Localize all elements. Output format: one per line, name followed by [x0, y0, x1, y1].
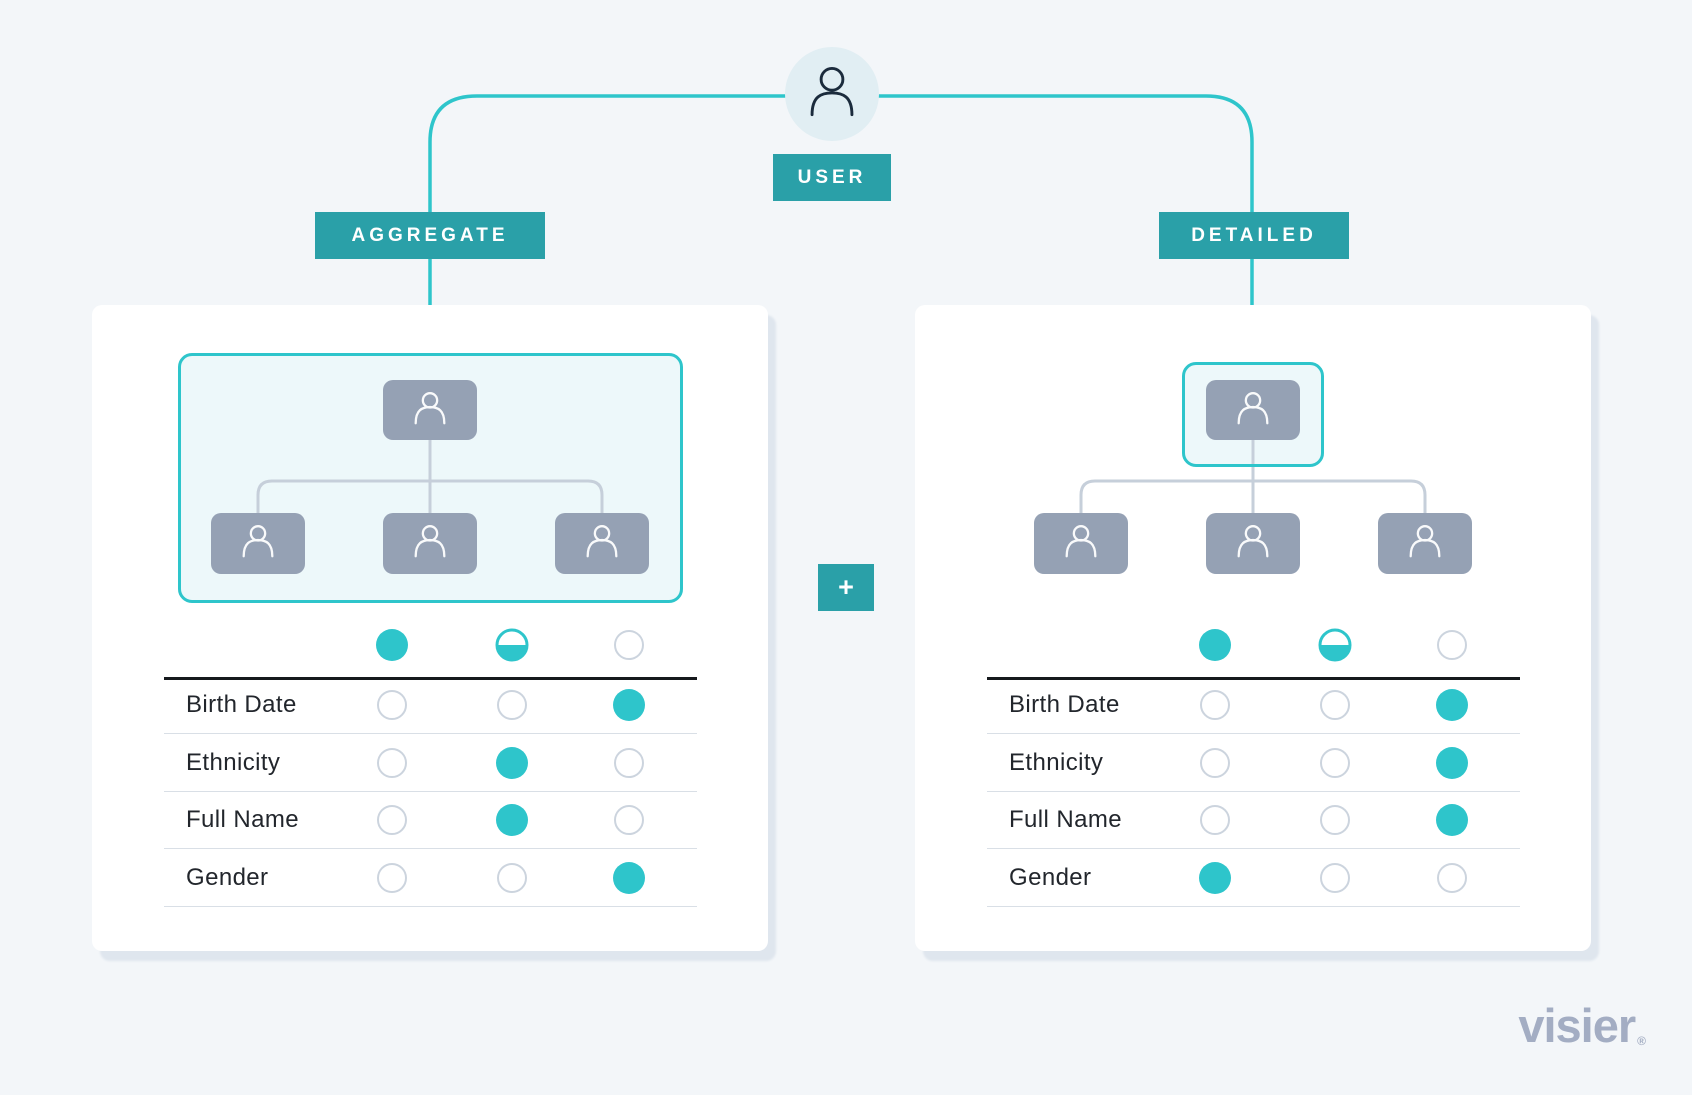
team-highlight-border [178, 353, 683, 603]
access-dot [497, 863, 527, 893]
column-access-indicator [1437, 630, 1467, 660]
access-dot [1200, 805, 1230, 835]
registered-trademark-symbol: ® [1637, 1034, 1646, 1048]
person-icon [1404, 524, 1446, 563]
table-row: Birth Date [164, 677, 697, 734]
person-icon [409, 524, 451, 563]
table-row: Full Name [987, 792, 1520, 849]
row-label: Full Name [1009, 806, 1122, 833]
access-dot [377, 805, 407, 835]
org-node-report [555, 513, 649, 574]
table-header-rule [987, 677, 1520, 680]
column-access-indicator [495, 628, 529, 662]
row-label: Gender [1009, 864, 1092, 891]
row-label: Birth Date [1009, 691, 1120, 718]
access-dot [614, 805, 644, 835]
column-access-indicator [376, 629, 408, 661]
table-row: Ethnicity [987, 735, 1520, 792]
aggregate-panel: Birth Date Ethnicity Full Name Gender [92, 305, 768, 951]
column-access-indicator [614, 630, 644, 660]
row-label: Ethnicity [1009, 749, 1104, 776]
user-avatar [785, 47, 879, 141]
access-dot [496, 804, 528, 836]
column-access-indicator [1199, 629, 1231, 661]
person-icon [581, 524, 623, 563]
org-node-report [1206, 513, 1300, 574]
org-node-manager [383, 380, 477, 440]
column-access-indicator [1318, 628, 1352, 662]
user-label: USER [773, 154, 891, 201]
org-node-report [1378, 513, 1472, 574]
access-dot [1200, 748, 1230, 778]
access-dot [377, 748, 407, 778]
person-icon [1232, 391, 1274, 430]
row-label: Ethnicity [186, 749, 281, 776]
person-icon [409, 391, 451, 430]
access-dot [1320, 690, 1350, 720]
visier-wordmark: visier [1518, 999, 1636, 1052]
person-icon [1060, 524, 1102, 563]
access-dot [1320, 863, 1350, 893]
detailed-label: DETAILED [1159, 212, 1349, 259]
row-label: Gender [186, 864, 269, 891]
aggregate-branch-line [428, 94, 786, 318]
person-icon [1232, 524, 1274, 563]
org-chart-connectors [1079, 440, 1427, 513]
access-dot [377, 690, 407, 720]
plus-operator: + [818, 564, 874, 611]
access-dot [613, 689, 645, 721]
org-node-manager [1206, 380, 1300, 440]
access-dot [377, 863, 407, 893]
table-row: Full Name [164, 792, 697, 849]
table-row: Ethnicity [164, 735, 697, 792]
manager-highlight-border [1182, 362, 1324, 467]
person-icon [803, 64, 861, 125]
access-dot [497, 690, 527, 720]
org-node-report [383, 513, 477, 574]
org-chart-connectors [256, 440, 604, 513]
access-dot [1320, 748, 1350, 778]
access-dot [1199, 862, 1231, 894]
org-node-report [211, 513, 305, 574]
access-dot [1200, 690, 1230, 720]
access-dot [1436, 689, 1468, 721]
aggregate-label: AGGREGATE [315, 212, 545, 259]
access-dot [496, 747, 528, 779]
table-row: Birth Date [987, 677, 1520, 734]
table-row: Gender [987, 850, 1520, 907]
access-dot [613, 862, 645, 894]
access-dot [614, 748, 644, 778]
access-dot [1320, 805, 1350, 835]
person-icon [237, 524, 279, 563]
org-node-report [1034, 513, 1128, 574]
table-row: Gender [164, 850, 697, 907]
access-dot [1437, 863, 1467, 893]
detailed-panel: Birth Date Ethnicity Full Name Gender [915, 305, 1591, 951]
row-label: Birth Date [186, 691, 297, 718]
visier-logo: visier ® [1518, 1002, 1646, 1049]
row-label: Full Name [186, 806, 299, 833]
access-dot [1436, 804, 1468, 836]
table-header-rule [164, 677, 697, 680]
access-dot [1436, 747, 1468, 779]
detailed-branch-line [878, 94, 1254, 318]
